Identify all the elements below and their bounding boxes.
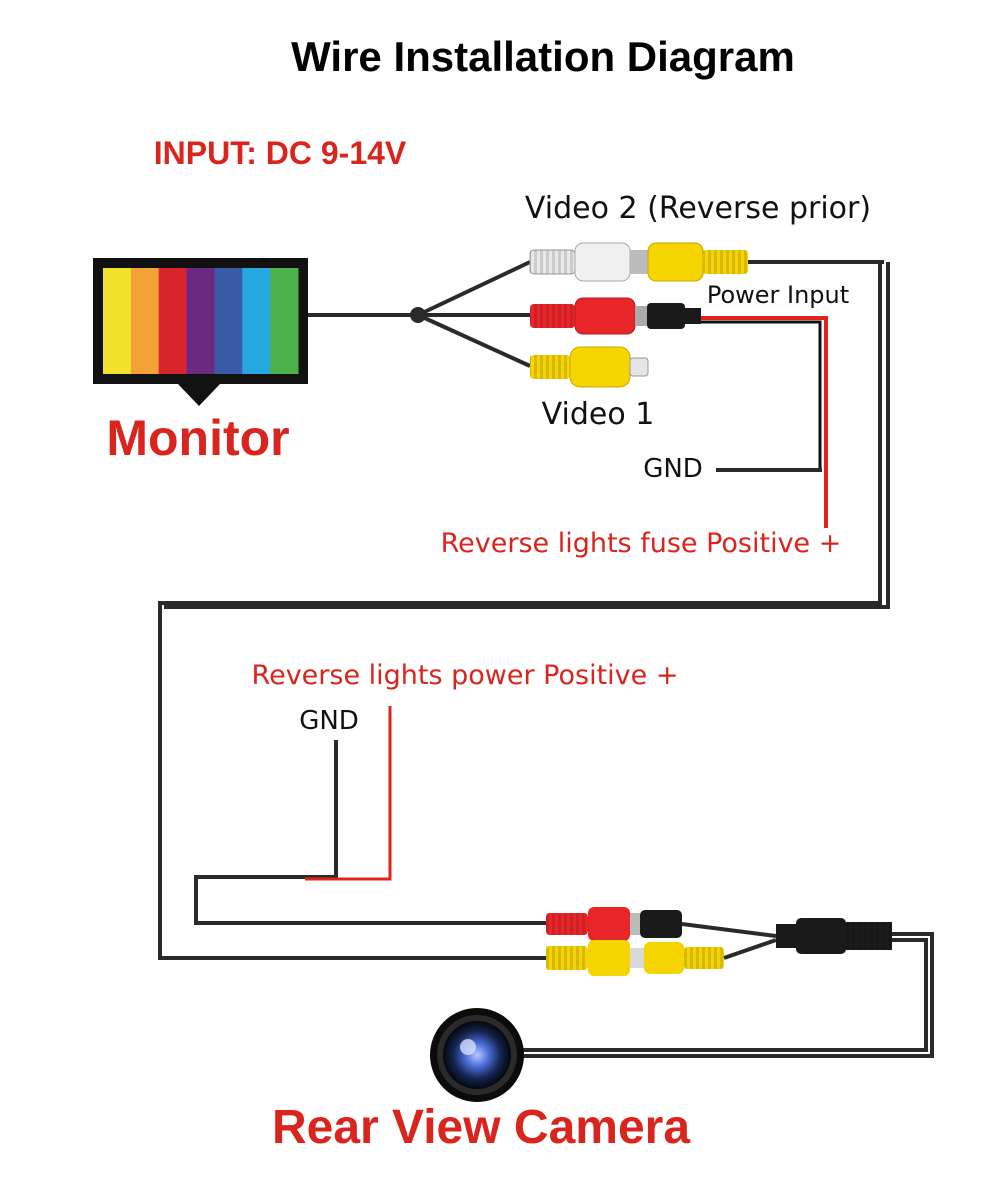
input-voltage-label: INPUT: DC 9-14V [154, 135, 407, 171]
gnd-top-label: GND [643, 454, 703, 484]
camera-aviation-plug [776, 918, 892, 954]
diagram-title: Wire Installation Diagram [291, 33, 795, 80]
monitor-color-bar [186, 268, 215, 374]
reverse-power-label: Reverse lights power Positive + [252, 660, 679, 691]
video1-rca-connector [530, 346, 649, 388]
camera-video-connector [546, 940, 724, 976]
monitor-color-bar [130, 268, 160, 374]
gnd-bottom-label: GND [299, 706, 359, 736]
camera-power-connector [546, 907, 682, 941]
monitor-icon [93, 258, 308, 406]
extension-cable [158, 262, 890, 960]
power-input-wires [701, 316, 828, 528]
monitor-color-bar [103, 268, 132, 374]
reverse-fuse-label: Reverse lights fuse Positive + [441, 528, 842, 559]
reverse-power-wires [194, 706, 546, 925]
monitor-color-bars [103, 268, 299, 374]
monitor-color-bar [214, 268, 243, 374]
monitor-color-bar [242, 268, 271, 374]
power-input-label: Power Input [707, 281, 849, 309]
monitor-wire-harness [308, 260, 531, 368]
video2-rca-connector [529, 242, 748, 282]
camera-label: Rear View Camera [272, 1101, 690, 1154]
wire-split-node [410, 307, 426, 323]
camera-harness-wires [681, 922, 777, 960]
monitor-color-bar [270, 268, 299, 374]
camera-cable [520, 932, 934, 1058]
power-input-connector [530, 297, 701, 335]
video2-label: Video 2 (Reverse prior) [525, 191, 871, 226]
video1-label: Video 1 [542, 397, 655, 432]
camera-lens-icon [430, 1008, 524, 1102]
monitor-label: Monitor [106, 410, 289, 466]
monitor-color-bar [158, 268, 188, 374]
